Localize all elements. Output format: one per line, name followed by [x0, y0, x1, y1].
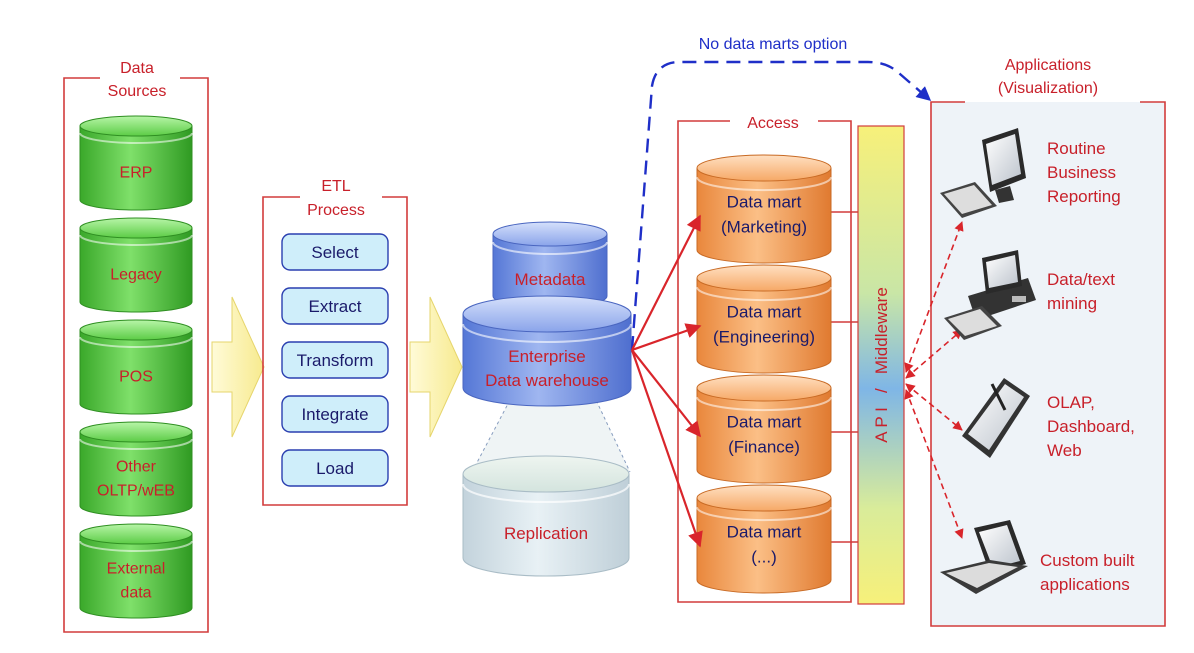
flow-arrow-etl-to-warehouse — [409, 296, 463, 438]
enterprise-dw-label-line2: Data warehouse — [485, 371, 609, 390]
no-data-marts-path: No data marts option — [630, 36, 932, 351]
access-title: Access — [747, 115, 799, 132]
flow-arrow-sources-to-etl — [211, 296, 265, 438]
enterprise-dw-label-line1: Enterprise — [508, 347, 585, 366]
etl-title-line2: Process — [307, 202, 365, 219]
replication-cylinder: Replication — [462, 455, 630, 577]
edw-to-mart-arrow — [631, 349, 701, 438]
data-mart-finance-cylinder: Data mart (Finance) — [696, 374, 832, 484]
desktop-computer-icon — [940, 128, 1026, 218]
app-connector-arrows — [904, 221, 964, 539]
replication-label: Replication — [504, 524, 588, 543]
application-3-label-line3: Web — [1047, 441, 1082, 460]
data-mart-marketing-label-line1: Data mart — [727, 192, 802, 211]
data-sources-title-line2: Sources — [108, 83, 167, 100]
application-2-label-line2: mining — [1047, 294, 1097, 313]
application-4-label-line1: Custom built — [1040, 551, 1135, 570]
source-external-data-label-line1: External — [107, 561, 166, 578]
source-external-data-cylinder: External data — [79, 523, 193, 619]
etl-step-select: Select — [281, 233, 389, 271]
application-1-label-line1: Routine — [1047, 139, 1106, 158]
edw-to-mart-arrow — [631, 214, 701, 351]
edw-to-mart-arrow — [630, 349, 703, 548]
source-external-data-label-line2: data — [120, 585, 151, 602]
data-mart-engineering-label-line2: (Engineering) — [713, 327, 815, 346]
laptop-icon — [940, 520, 1028, 594]
warehouse-group: Replication Metadata Enterprise Data war… — [462, 221, 632, 577]
etl-step-integrate: Integrate — [281, 395, 389, 433]
metadata-cylinder: Metadata — [492, 221, 608, 309]
tablet-stylus-icon — [962, 378, 1030, 458]
etl-step-integrate-label: Integrate — [301, 405, 368, 424]
access-panel: Access Data mart (Marketing) Data mart (Eng… — [630, 115, 858, 603]
applications-panel: Applications (Visualization) — [904, 57, 1166, 627]
data-mart-finance-label-line1: Data mart — [727, 412, 802, 431]
application-2-label-line1: Data/text — [1047, 270, 1115, 289]
source-erp-cylinder: ERP — [79, 115, 193, 211]
source-pos-label-line1: POS — [119, 369, 153, 386]
data-mart-other-cylinder: Data mart (...) — [696, 484, 832, 594]
etl-title-line1: ETL — [321, 178, 350, 195]
etl-step-extract-label: Extract — [309, 297, 362, 316]
etl-step-transform-label: Transform — [297, 351, 374, 370]
etl-process-panel: ETL Process SelectExtractTransformIntegr… — [262, 178, 408, 506]
application-4-label-line2: applications — [1040, 575, 1130, 594]
data-mart-engineering-cylinder: Data mart (Engineering) — [696, 264, 832, 374]
source-pos-cylinder: POS — [79, 319, 193, 415]
api-middleware-bar: A P I / Middleware — [857, 125, 905, 605]
data-mart-marketing-cylinder: Data mart (Marketing) — [696, 154, 832, 264]
source-legacy-cylinder: Legacy — [79, 217, 193, 313]
data-mart-finance-label-line2: (Finance) — [728, 437, 800, 456]
etl-step-select-label: Select — [311, 243, 359, 262]
applications-title-line2: (Visualization) — [998, 80, 1098, 97]
application-1-label-line3: Reporting — [1047, 187, 1121, 206]
source-other-oltp-label-line2: OLTP/wEB — [97, 483, 175, 500]
etl-step-transform: Transform — [281, 341, 389, 379]
metadata-label: Metadata — [515, 270, 586, 289]
source-other-oltp-label-line1: Other — [116, 459, 157, 476]
etl-step-load: Load — [281, 449, 389, 487]
data-sources-panel: Data Sources ERPLegacyPOSOtherOLTP/wEBEx… — [63, 60, 209, 633]
etl-step-load-label: Load — [316, 459, 354, 478]
data-mart-other-label-line2: (...) — [751, 547, 777, 566]
application-3-label-line1: OLAP, — [1047, 393, 1095, 412]
data-mart-other-label-line1: Data mart — [727, 522, 802, 541]
source-erp-label-line1: ERP — [120, 165, 153, 182]
data-mart-marketing-label-line2: (Marketing) — [721, 217, 807, 236]
enterprise-dw-cylinder: Enterprise Data warehouse — [462, 295, 632, 407]
applications-title-line1: Applications — [1005, 57, 1091, 74]
api-middleware-label: A P I / Middleware — [872, 287, 891, 443]
application-3-label-line2: Dashboard, — [1047, 417, 1135, 436]
workstation-computer-icon — [944, 250, 1036, 340]
no-data-marts-label: No data marts option — [699, 36, 848, 53]
source-legacy-label-line1: Legacy — [110, 267, 162, 284]
edw-to-mart-arrow — [631, 323, 702, 352]
application-1-label-line2: Business — [1047, 163, 1116, 182]
etl-step-extract: Extract — [281, 287, 389, 325]
data-mart-engineering-label-line1: Data mart — [727, 302, 802, 321]
data-sources-title-line1: Data — [120, 60, 154, 77]
